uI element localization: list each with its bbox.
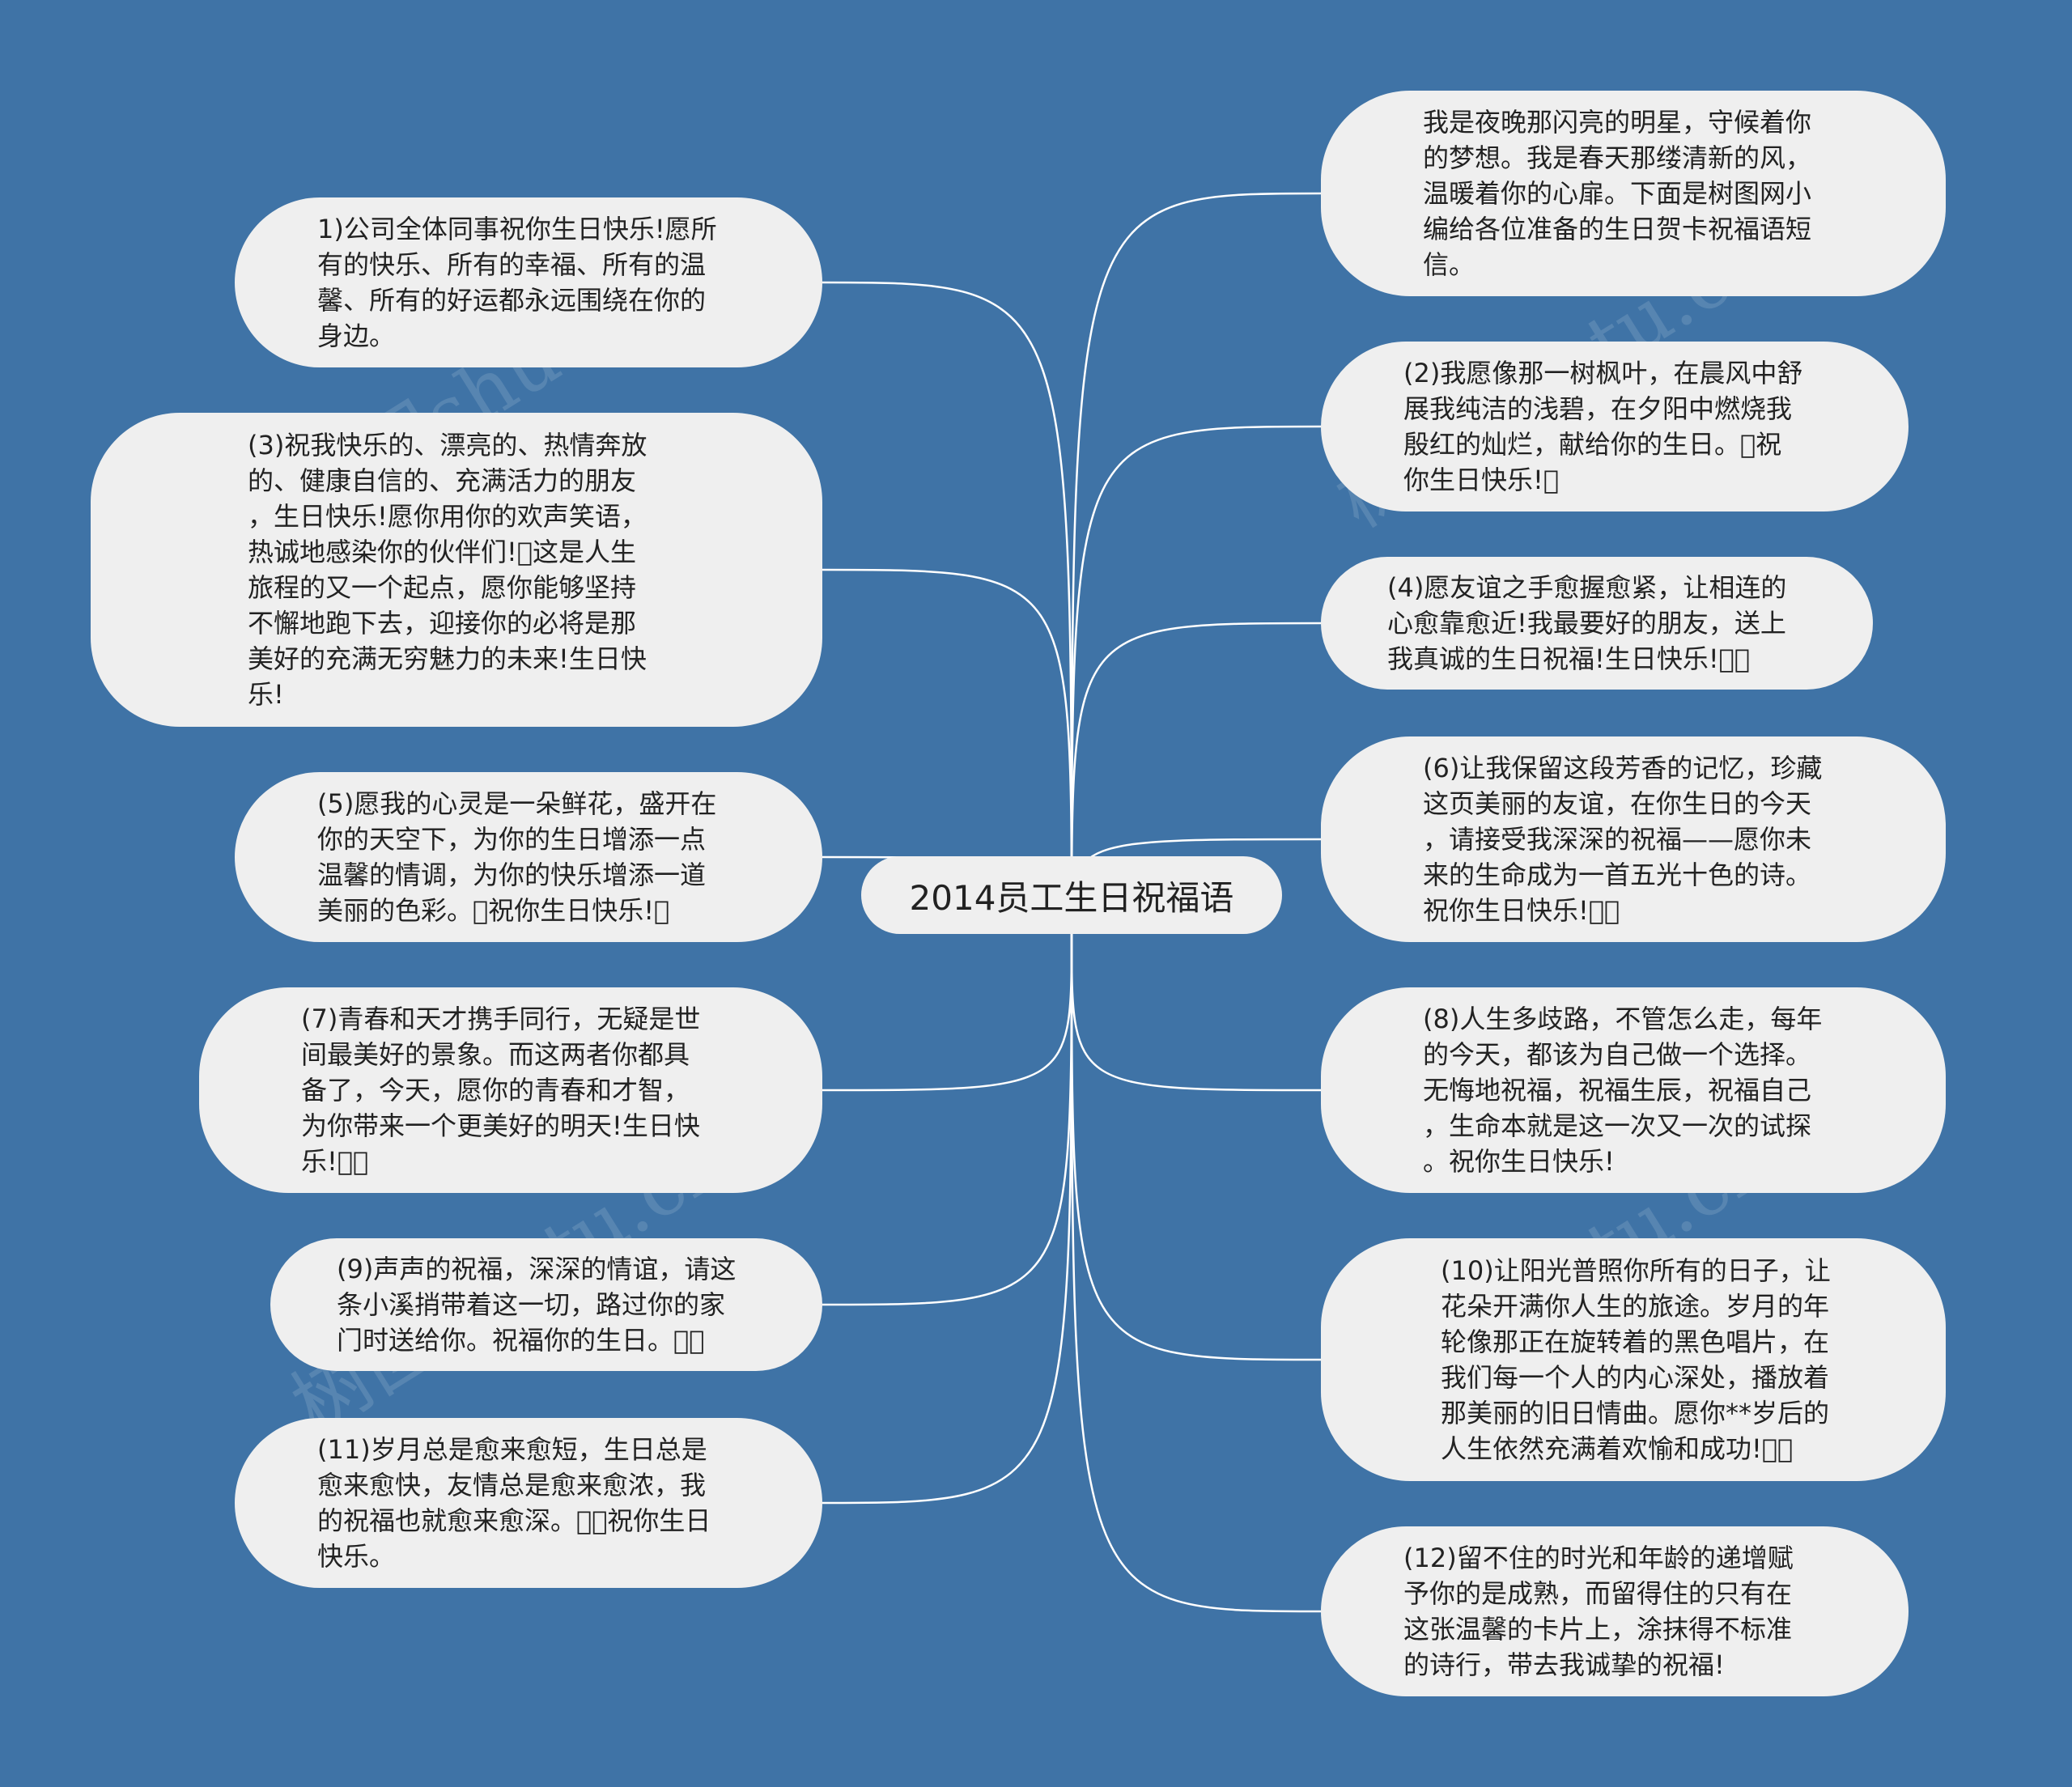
branch-node[interactable]: (11)岁月总是愈来愈短，生日总是 愈来愈快，友情总是愈来愈浓，我 的祝福也就愈… [235, 1418, 822, 1588]
branch-node-text: (3)祝我快乐的、漂亮的、热情奔放 的、健康自信的、充满活力的朋友 ，生日快乐!… [248, 430, 648, 710]
branch-node[interactable]: 1)公司全体同事祝你生日快乐!愿所 有的快乐、所有的幸福、所有的温 馨、所有的好… [235, 197, 822, 367]
branch-node-text: (9)声声的祝福，深深的情谊，请这 条小溪捎带着这一切，路过你的家 门时送给你。… [337, 1254, 737, 1356]
branch-node-text: (12)留不住的时光和年龄的递增赋 予你的是成熟，而留得住的只有在 这张温馨的卡… [1403, 1543, 1794, 1680]
branch-node-text: (10)让阳光普照你所有的日子，让 花朵开满你人生的旅途。岁月的年 轮像那正在旋… [1441, 1255, 1831, 1464]
branch-node-text: 1)公司全体同事祝你生日快乐!愿所 有的快乐、所有的幸福、所有的温 馨、所有的好… [317, 214, 717, 351]
connector-line [1070, 192, 1322, 935]
connector-line [822, 933, 1073, 1505]
central-topic[interactable]: 2014员工生日祝福语 [861, 856, 1282, 934]
connector-line [1070, 933, 1322, 1613]
branch-node[interactable]: (4)愿友谊之手愈握愈紧，让相连的 心愈靠愈近!我最要好的朋友，送上 我真诚的生… [1321, 557, 1873, 690]
branch-node[interactable]: (3)祝我快乐的、漂亮的、热情奔放 的、健康自信的、充满活力的朋友 ，生日快乐!… [91, 413, 822, 727]
branch-node[interactable]: (10)让阳光普照你所有的日子，让 花朵开满你人生的旅途。岁月的年 轮像那正在旋… [1321, 1238, 1946, 1481]
branch-node[interactable]: (2)我愿像那一树枫叶，在晨风中舒 展我纯洁的浅碧，在夕阳中燃烧我 殷红的灿烂，… [1321, 342, 1909, 511]
branch-node-text: (5)愿我的心灵是一朵鲜花，盛开在 你的天空下，为你的生日增添一点 温馨的情调，… [317, 788, 717, 926]
branch-node[interactable]: (12)留不住的时光和年龄的递增赋 予你的是成熟，而留得住的只有在 这张温馨的卡… [1321, 1526, 1909, 1696]
branch-node[interactable]: (5)愿我的心灵是一朵鲜花，盛开在 你的天空下，为你的生日增添一点 温馨的情调，… [235, 772, 822, 942]
branch-node[interactable]: (7)青春和天才携手同行，无疑是世 间最美好的景象。而这两者你都具 备了，今天，… [199, 987, 822, 1193]
connector-line [822, 933, 1073, 1306]
branch-node[interactable]: 我是夜晚那闪亮的明星，守候着你 的梦想。我是春天那缕清新的风， 温暖着你的心扉。… [1321, 91, 1946, 296]
branch-node[interactable]: (6)让我保留这段芳香的记忆，珍藏 这页美丽的友谊，在你生日的今天 ，请接受我深… [1321, 736, 1946, 942]
branch-node-text: (2)我愿像那一树枫叶，在晨风中舒 展我纯洁的浅碧，在夕阳中燃烧我 殷红的灿烂，… [1403, 358, 1803, 495]
branch-node-text: (11)岁月总是愈来愈短，生日总是 愈来愈快，友情总是愈来愈浓，我 的祝福也就愈… [317, 1434, 711, 1572]
connector-line [822, 933, 1073, 1092]
connector-line [1070, 622, 1322, 935]
branch-node[interactable]: (9)声声的祝福，深深的情谊，请这 条小溪捎带着这一切，路过你的家 门时送给你。… [270, 1238, 822, 1371]
branch-node-text: (7)青春和天才携手同行，无疑是世 间最美好的景象。而这两者你都具 备了，今天，… [301, 1004, 701, 1177]
branch-node-text: 我是夜晚那闪亮的明星，守候着你 的梦想。我是春天那缕清新的风， 温暖着你的心扉。… [1423, 107, 1812, 280]
branch-node[interactable]: (8)人生多歧路，不管怎么走，每年 的今天，都该为自己做一个选择。 无悔地祝福，… [1321, 987, 1946, 1193]
branch-node-text: (4)愿友谊之手愈握愈紧，让相连的 心愈靠愈近!我最要好的朋友，送上 我真诚的生… [1387, 572, 1787, 674]
branch-node-text: (6)让我保留这段芳香的记忆，珍藏 这页美丽的友谊，在你生日的今天 ，请接受我深… [1423, 753, 1823, 926]
branch-node-text: (8)人生多歧路，不管怎么走，每年 的今天，都该为自己做一个选择。 无悔地祝福，… [1423, 1004, 1823, 1177]
connector-line [822, 281, 1073, 935]
connector-line [1070, 933, 1322, 1361]
connector-line [1070, 933, 1322, 1092]
connector-line [1070, 425, 1322, 935]
